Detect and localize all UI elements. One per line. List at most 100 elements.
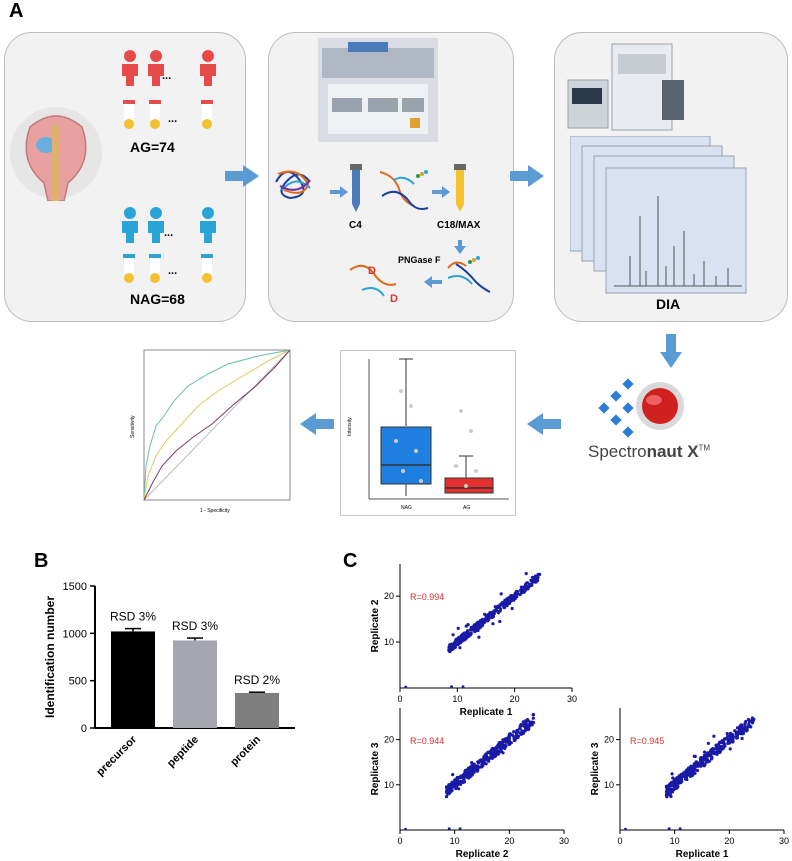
scatter-point — [519, 585, 523, 589]
scatter-xtick-label: 0 — [397, 694, 402, 704]
scatter-point — [476, 628, 480, 633]
flow-arrow-1 — [225, 165, 259, 187]
scatter-point — [512, 734, 516, 738]
roc-xlabel: 1 - Specificity — [200, 508, 230, 514]
scatter-point — [467, 775, 471, 779]
scatter-point — [735, 726, 740, 730]
nag-tubes-icon — [123, 254, 213, 283]
scatter-point — [710, 756, 714, 760]
ag-count-label: AG=74 — [130, 139, 175, 155]
scatter-point — [457, 787, 461, 791]
scatter-point — [726, 734, 730, 738]
scatter-point — [702, 753, 707, 757]
scatter-point — [624, 827, 627, 831]
intensity-boxplot: Intensity NAG AG — [340, 350, 516, 516]
correlation-annotation: R=0.994 — [410, 592, 444, 602]
scatter-point — [528, 723, 532, 728]
scatter-point — [501, 600, 505, 604]
scatter-point — [713, 747, 717, 751]
spectronaut-label-suffix: naut X — [646, 442, 699, 461]
scatter-point — [728, 741, 732, 745]
bar-ytick-label: 1500 — [63, 581, 87, 593]
scatter-point — [706, 741, 710, 745]
scatter-point — [693, 754, 697, 759]
bar-category-label: precursor — [94, 733, 139, 778]
scatter-point — [669, 784, 673, 788]
ag-ellipsis-2: ... — [168, 113, 178, 125]
scatter-point — [518, 727, 522, 731]
scatter-point — [519, 723, 523, 727]
panel-b-letter: B — [34, 550, 49, 572]
scatter-point — [524, 586, 528, 590]
scatter-point — [717, 742, 721, 746]
scatter-point — [678, 780, 682, 784]
scatter-point — [463, 769, 467, 773]
scatter-point — [509, 594, 513, 598]
mass-spectrometer-image — [567, 43, 684, 131]
scatter-point — [676, 779, 680, 783]
scatter-point — [480, 758, 485, 762]
scatter-point — [719, 745, 723, 749]
scatter-xtick-label: 20 — [724, 836, 734, 846]
scatter-point — [450, 783, 454, 787]
scatter-point — [739, 723, 743, 727]
scatter-point — [709, 749, 713, 754]
scatter-point — [451, 633, 455, 637]
scatter-point — [518, 731, 522, 735]
scatter-xtick-label: 0 — [397, 836, 402, 846]
scatter-point — [484, 758, 488, 762]
scatter-point — [480, 763, 484, 767]
scatter-point — [743, 726, 747, 730]
scatter-point — [472, 623, 476, 627]
scatter-point — [670, 772, 674, 776]
scatter-point — [447, 792, 451, 796]
scatter-point — [458, 827, 462, 831]
scatter-point — [499, 749, 503, 753]
scatter-point — [705, 760, 709, 764]
nag-ellipsis-2: ... — [168, 265, 178, 277]
scatter-point — [491, 622, 495, 626]
svg-text:D: D — [368, 265, 376, 277]
scatter-point — [483, 618, 487, 622]
scatter-ytick-label: 10 — [604, 780, 614, 790]
scatter-point — [715, 746, 720, 751]
scatter-point — [746, 717, 751, 722]
scatter-point — [483, 761, 487, 765]
boxplot-category-ag: AG — [463, 505, 470, 511]
scatter-ytick-label: 10 — [384, 637, 394, 647]
spectronaut-label: Spectronaut XTM — [588, 442, 710, 462]
scatter-point — [452, 643, 456, 647]
bar-ylabel: Identification number — [43, 596, 57, 718]
c4-label: C4 — [349, 220, 362, 231]
scatter-point — [751, 718, 755, 722]
scatter-point — [717, 750, 721, 754]
scatter-point — [530, 580, 534, 584]
scatter-point — [711, 751, 716, 755]
scatter-point — [502, 743, 507, 747]
scatter-xtick-label: 10 — [450, 836, 460, 846]
scatter-point — [447, 827, 451, 831]
scatter-point — [685, 772, 689, 776]
scatter-point — [458, 780, 462, 784]
ag-ellipsis-1: ... — [162, 70, 172, 82]
scatter-point — [744, 719, 748, 724]
scatter-point — [404, 827, 407, 831]
nag-ellipsis-1: ... — [164, 227, 174, 239]
boxplot-category-nag: NAG — [401, 505, 412, 511]
scatter-point — [475, 765, 479, 769]
scatter-point — [490, 615, 494, 620]
boxplot-svg: Intensity NAG AG — [347, 358, 509, 511]
panel-c-letter: C — [343, 550, 358, 572]
scatter-xtick-label: 30 — [559, 836, 569, 846]
scatter-point — [461, 780, 465, 784]
scatter-point — [448, 788, 452, 792]
scatter-point — [743, 722, 747, 726]
liquid-handler-robot-image — [318, 38, 438, 142]
scatter-point — [506, 598, 510, 602]
scatter-point — [521, 720, 525, 724]
scatter-point — [703, 750, 707, 754]
scatter-point — [699, 758, 703, 762]
scatter-point — [489, 748, 494, 752]
